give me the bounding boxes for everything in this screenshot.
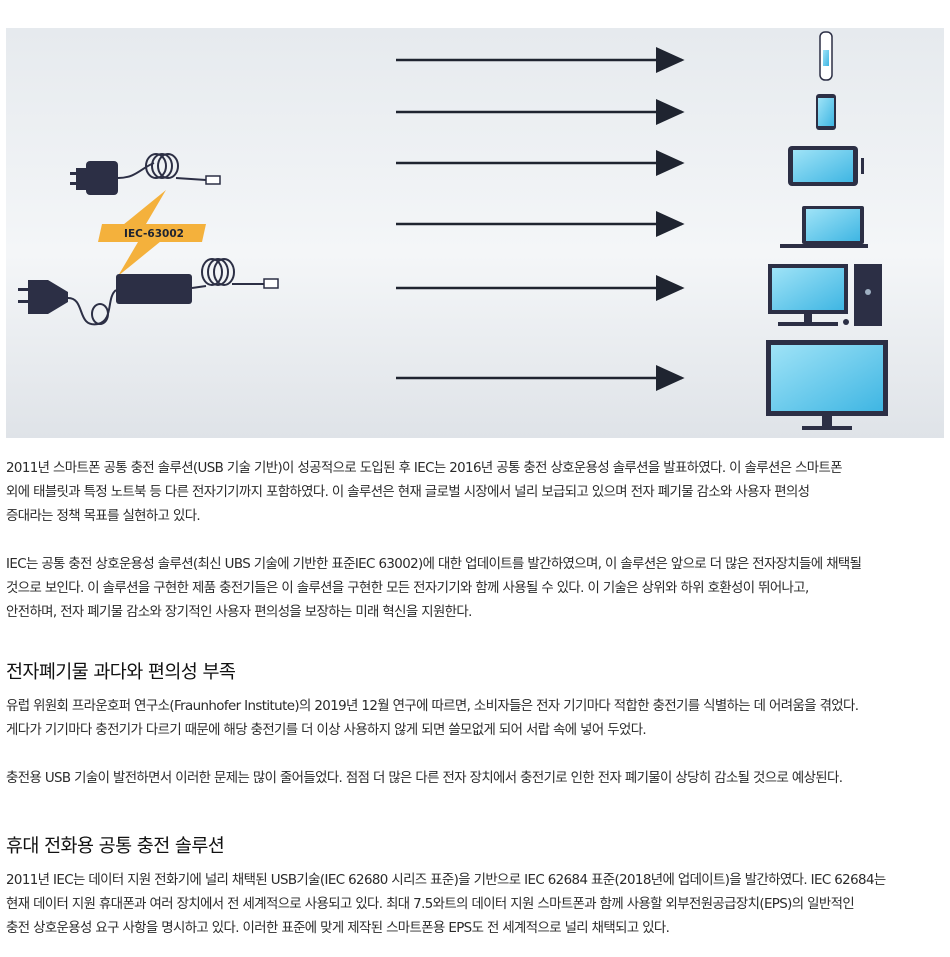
electric-toothbrush-icon <box>819 31 833 81</box>
lightning-bolt-icon <box>98 190 206 276</box>
text-line: 유럽 위원회 프라운호퍼 연구소(Fraunhofer Institute)의 … <box>6 699 859 714</box>
section-heading-mobile: 휴대 전화용 공통 충전 솔루션 <box>6 836 225 857</box>
wall-charger-icon <box>70 153 221 195</box>
text-line: 외에 태블릿과 특정 노트북 등 다른 전자기기까지 포함하였다. 이 솔루션은… <box>6 485 810 500</box>
text-line: 게다가 기기마다 충전기가 다르기 때문에 해당 충전기를 더 이상 사용하지 … <box>6 723 647 738</box>
standard-label: IEC-63002 <box>124 228 184 240</box>
waste-paragraph-2: 충전용 USB 기술이 발전하면서 이러한 문제는 많이 줄어들었다. 점점 더… <box>6 767 946 791</box>
charging-illustration: IEC-63002 <box>6 28 944 438</box>
text-line: 충전용 USB 기술이 발전하면서 이러한 문제는 많이 줄어들었다. 점점 더… <box>6 771 843 786</box>
text-line: 2011년 스마트폰 공통 충전 솔루션(USB 기술 기반)이 성공적으로 도… <box>6 461 843 476</box>
text-line: 것으로 보인다. 이 솔루션을 구현한 제품 충전기들은 이 솔루션을 구현한 … <box>6 581 809 596</box>
intro-paragraph-2: IEC는 공통 충전 상호운용성 솔루션(최신 UBS 기술에 기반한 표준IE… <box>6 553 946 625</box>
text-line: 현재 데이터 지원 휴대폰과 여러 장치에서 전 세계적으로 사용되고 있다. … <box>6 897 855 912</box>
power-adapter-icon <box>18 258 279 326</box>
charging-diagram: IEC-63002 <box>18 31 888 430</box>
monitor-icon <box>766 340 888 430</box>
section-heading-waste: 전자폐기물 과다와 편의성 부족 <box>6 662 236 683</box>
laptop-icon <box>780 206 868 248</box>
tablet-icon <box>788 146 864 186</box>
waste-paragraph-1: 유럽 위원회 프라운호퍼 연구소(Fraunhofer Institute)의 … <box>6 695 946 743</box>
desktop-computer-icon <box>768 264 882 326</box>
text-line: IEC는 공통 충전 상호운용성 솔루션(최신 UBS 기술에 기반한 표준IE… <box>6 557 862 572</box>
smartphone-icon <box>816 94 836 130</box>
intro-paragraph-1: 2011년 스마트폰 공통 충전 솔루션(USB 기술 기반)이 성공적으로 도… <box>6 457 946 529</box>
text-line: 2011년 IEC는 데이터 지원 전화기에 널리 채택된 USB기술(IEC … <box>6 873 886 888</box>
text-line: 증대라는 정책 목표를 실현하고 있다. <box>6 509 201 524</box>
text-line: 안전하며, 전자 폐기물 감소와 장기적인 사용자 편의성을 보장하는 미래 혁… <box>6 605 472 620</box>
mobile-paragraph-1: 2011년 IEC는 데이터 지원 전화기에 널리 채택된 USB기술(IEC … <box>6 869 946 941</box>
text-line: 충전 상호운용성 요구 사항을 명시하고 있다. 이러한 표준에 맞게 제작된 … <box>6 921 670 936</box>
